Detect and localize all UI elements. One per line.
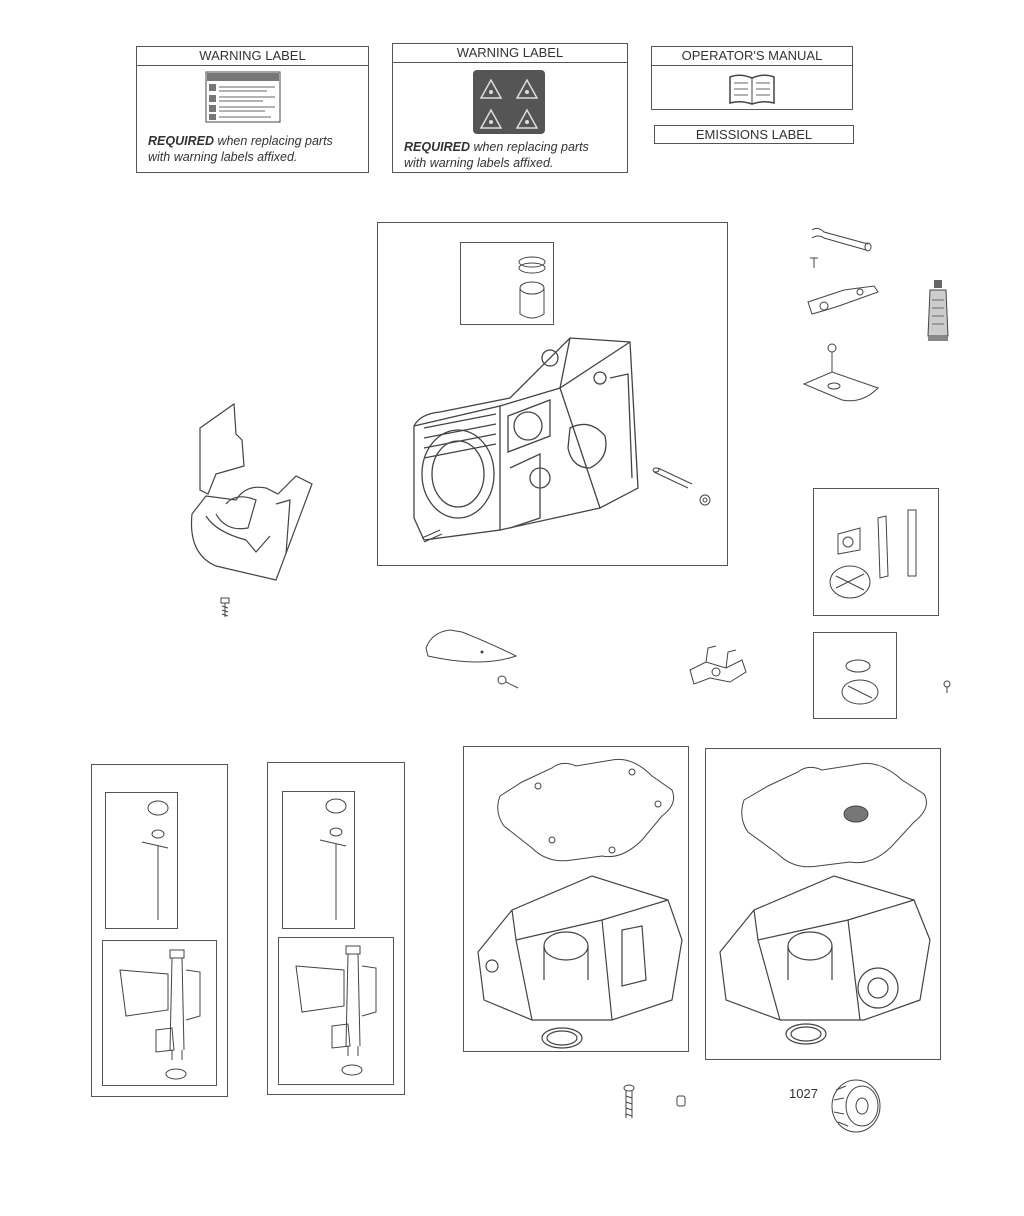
- governor-lever-rod: [808, 226, 872, 252]
- cylinder-assembly-frame: [377, 222, 728, 566]
- piston-ring-kit-frame: [460, 242, 554, 325]
- warning-label-panel-2: WARNING LABEL REQUIRED when replacing pa…: [392, 43, 628, 173]
- warning-label-1-note: REQUIRED when replacing parts with warni…: [148, 134, 333, 164]
- warning-label-2-title: WARNING LABEL: [393, 44, 627, 63]
- shroud-screw: [218, 597, 232, 619]
- operators-manual-title: OPERATOR'S MANUAL: [652, 47, 852, 66]
- valve-kit-frame: [813, 488, 939, 616]
- valve-kit-parts: [826, 510, 934, 610]
- warning-sticker-thumbnail: [205, 71, 281, 123]
- flywheel-ref-number: 1027: [789, 1086, 818, 1101]
- cylinder-block-drawing: [400, 318, 650, 550]
- deflector-plate: [422, 628, 518, 666]
- fill-tube-drawing-1: [116, 950, 206, 1082]
- operators-manual-panel: OPERATOR'S MANUAL: [651, 46, 853, 110]
- piston-ring-parts: [514, 252, 554, 322]
- warning-label-2-note: REQUIRED when replacing parts with warni…: [404, 140, 589, 170]
- small-plug: [676, 1095, 686, 1107]
- dipstick-assembly-frame-1: [91, 764, 228, 1097]
- emissions-label-text: EMISSIONS LABEL: [695, 127, 813, 142]
- small-fastener: [698, 493, 712, 507]
- dipstick-assembly-frame-2: [267, 762, 405, 1095]
- small-screw-2: [942, 680, 952, 694]
- warning-label-1-title: WARNING LABEL: [137, 47, 368, 66]
- sealant-tube: [926, 280, 952, 341]
- small-screw-1: [810, 256, 818, 268]
- governor-lever: [804, 282, 880, 316]
- sump-assembly-frame-1: [463, 746, 689, 1052]
- fill-tube-frame-1: [102, 940, 217, 1086]
- seal-kit-parts: [838, 656, 882, 708]
- wire-clip-bracket: [686, 642, 748, 690]
- sump-assembly-frame-2: [705, 748, 941, 1060]
- fill-tube-frame-2: [278, 937, 394, 1085]
- sump-drawing-2: [714, 870, 936, 1056]
- oil-filter-drawing: [826, 1076, 884, 1134]
- locating-pin: [652, 468, 692, 494]
- dipstick-drawing-2: [318, 796, 348, 920]
- emissions-label-box: EMISSIONS LABEL: [654, 125, 854, 144]
- deflector-screw: [496, 674, 520, 692]
- sump-drawing-1: [472, 870, 684, 1050]
- sump-gasket-1: [492, 756, 678, 866]
- breather-plate: [802, 338, 880, 404]
- warning-label-panel-1: WARNING LABEL REQUIRED when replacing pa…: [136, 46, 369, 173]
- air-guide-shroud: [186, 404, 316, 580]
- book-icon: [728, 73, 776, 107]
- dipstick-kit-frame-1: [105, 792, 178, 929]
- dowel-pin: [420, 528, 444, 542]
- seal-kit-frame: [813, 632, 897, 719]
- fill-tube-drawing-2: [292, 946, 382, 1078]
- warning-triangle-icon: [473, 70, 545, 134]
- dipstick-drawing-1: [140, 798, 170, 920]
- sump-bolt: [620, 1084, 638, 1118]
- sump-gasket-2: [736, 760, 932, 872]
- dipstick-kit-frame-2: [282, 791, 355, 929]
